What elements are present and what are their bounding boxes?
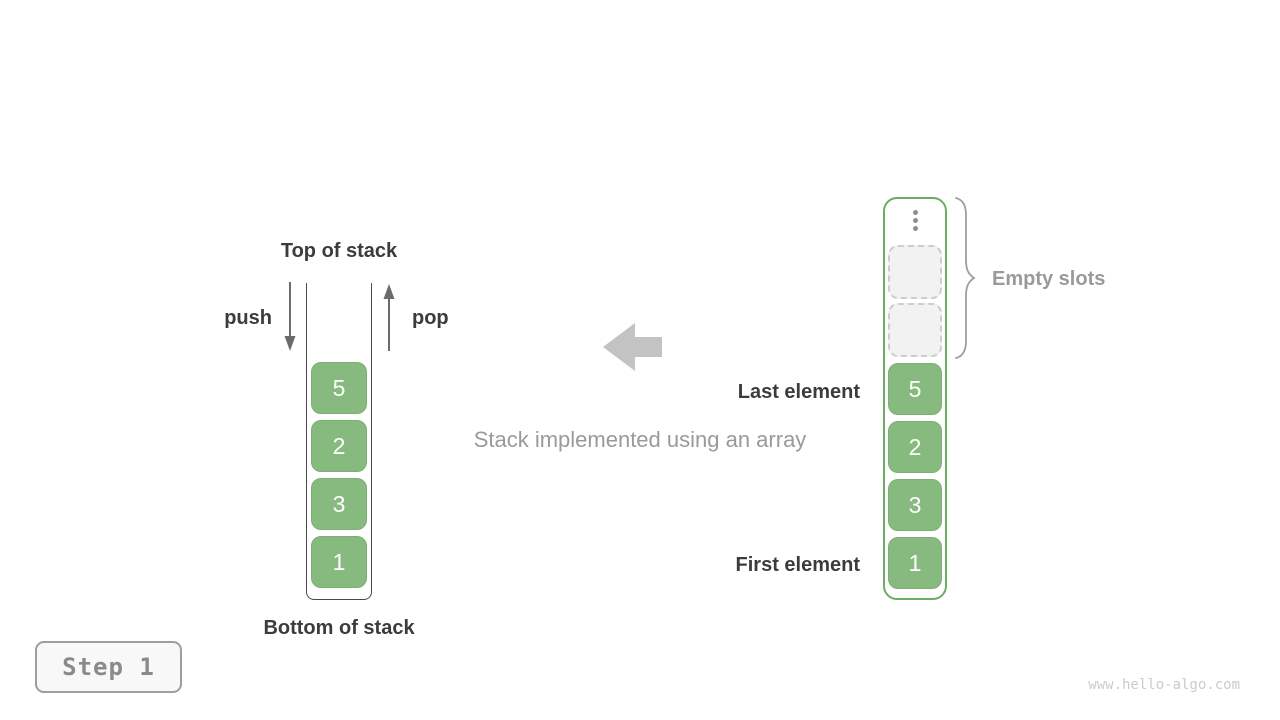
array-block: 5 xyxy=(888,363,942,415)
caption-text: Stack implemented using an array xyxy=(473,427,807,452)
stack-block: 3 xyxy=(311,478,367,530)
watermark-text: www.hello-algo.com xyxy=(1088,677,1240,693)
pop-label: pop xyxy=(412,307,449,329)
stack-block: 1 xyxy=(311,536,367,588)
first-element-label: First element xyxy=(735,554,860,576)
empty-slot xyxy=(888,303,942,357)
vertical-dots-icon xyxy=(883,207,947,231)
empty-slots-label: Empty slots xyxy=(992,268,1106,290)
curly-brace-icon xyxy=(955,197,976,359)
stack-block: 5 xyxy=(311,362,367,414)
stack-block: 2 xyxy=(311,420,367,472)
step-badge: Step 1 xyxy=(35,641,182,693)
pop-up-arrow-icon xyxy=(383,284,395,351)
bottom-of-stack-label: Bottom of stack xyxy=(263,617,415,639)
top-of-stack-label: Top of stack xyxy=(280,240,398,262)
push-label: push xyxy=(224,307,272,329)
array-block: 1 xyxy=(888,537,942,589)
push-down-arrow-icon xyxy=(284,282,296,351)
array-block: 3 xyxy=(888,479,942,531)
array-block: 2 xyxy=(888,421,942,473)
left-arrow-icon xyxy=(603,323,662,371)
last-element-label: Last element xyxy=(737,381,860,403)
empty-slot xyxy=(888,245,942,299)
